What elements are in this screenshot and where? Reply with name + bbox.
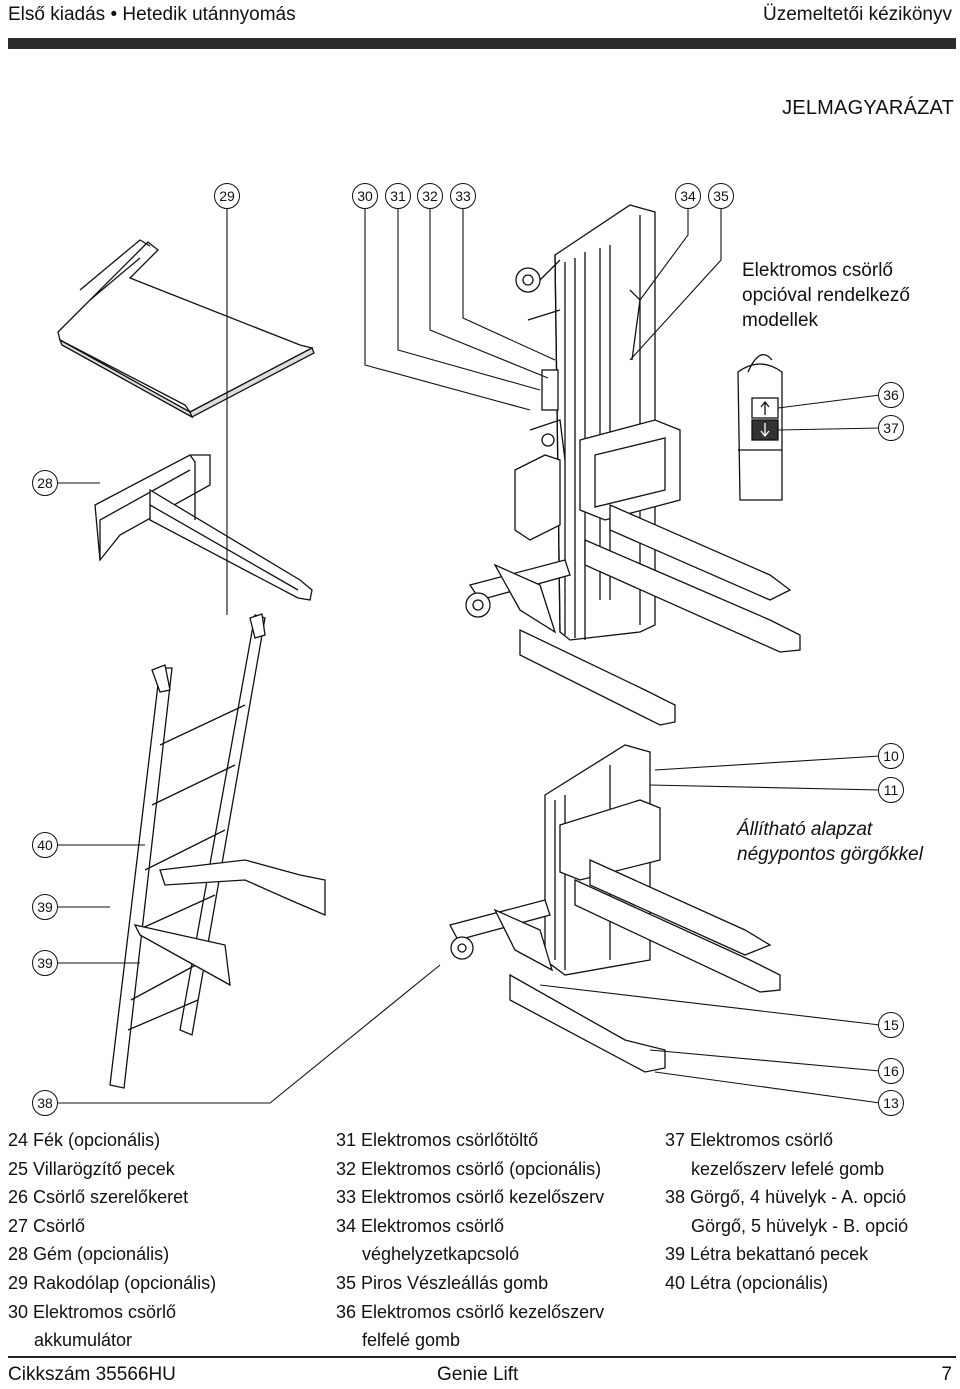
legend-item: 36 Elektromos csörlő kezelőszerv (336, 1301, 605, 1322)
callout-bubble-40: 40 (32, 832, 58, 858)
product-name: Genie Lift (437, 1364, 519, 1385)
legend-item: 33 Elektromos csörlő kezelőszerv (336, 1187, 605, 1208)
legend-item: 40 Létra (opcionális) (665, 1272, 829, 1293)
legend-item: 25 Villarögzítő pecek (8, 1158, 175, 1179)
lift-mast-drawing (465, 204, 801, 726)
ladder-drawing (109, 613, 326, 1089)
callout-bubble-16: 16 (878, 1058, 904, 1084)
callout-bubble-37: 37 (878, 415, 904, 441)
callout-bubble-39a: 39 (32, 894, 58, 920)
caption-line: Állítható alapzat (737, 819, 873, 840)
page-number: 7 (941, 1364, 952, 1385)
legend-item: 30 Elektromos csörlő (8, 1301, 177, 1322)
callout-bubble-32: 32 (417, 183, 443, 209)
header-edition: Első kiadás • Hetedik utánnyomás (8, 4, 296, 26)
callout-bubble-15: 15 (878, 1012, 904, 1038)
legend-column-1: 24 Fék (opcionális) 25 Villarögzítő pece… (8, 1126, 216, 1355)
callout-bubble-10: 10 (878, 743, 904, 769)
callout-bubble-36: 36 (878, 382, 904, 408)
adjustable-base-drawing (449, 744, 781, 1073)
legend-item: 34 Elektromos csörlő (336, 1215, 505, 1236)
callout-bubble-30: 30 (352, 183, 378, 209)
legend-item: 39 Létra bekattanó pecek (665, 1244, 869, 1265)
legend-column-2: 31 Elektromos csörlőtöltő 32 Elektromos … (336, 1126, 604, 1355)
caption-line: Elektromos csörlő (742, 260, 893, 281)
boom-drawing (94, 454, 313, 601)
printing-label: Hetedik utánnyomás (122, 4, 296, 25)
footer-rule (8, 1356, 956, 1358)
callout-bubble-29: 29 (214, 183, 240, 209)
section-title: JELMAGYARÁZAT (782, 97, 954, 119)
legend-item: 38 Görgő, 4 hüvelyk - A. opció (665, 1187, 907, 1208)
callout-bubble-33: 33 (450, 183, 476, 209)
legend-column-3: 37 Elektromos csörlő kezelőszerv lefelé … (665, 1126, 908, 1298)
callout-bubble-35: 35 (708, 183, 734, 209)
leader-lines (58, 209, 881, 1104)
legend-item-continuation: kezelőszerv lefelé gomb (691, 1158, 885, 1179)
legend-item-continuation: felfelé gomb (362, 1330, 461, 1351)
callout-bubble-28: 28 (32, 470, 58, 496)
legend-item: 31 Elektromos csörlőtöltő (336, 1130, 539, 1150)
callout-bubble-39b: 39 (32, 950, 58, 976)
callout-bubble-13: 13 (878, 1090, 904, 1116)
callout-bubble-38: 38 (32, 1090, 58, 1116)
edition-label: Első kiadás (8, 4, 106, 25)
legend-item: 26 Csörlő szerelőkeret (8, 1187, 189, 1208)
bullet-separator: • (110, 4, 118, 25)
remote-control-drawing (737, 354, 783, 501)
legend-item-continuation: akkumulátor (34, 1330, 133, 1351)
adjustable-base-caption: Állítható alapzat négypontos görgőkkel (737, 817, 923, 867)
callout-bubble-11: 11 (878, 777, 904, 803)
manual-title: Üzemeltetői kézikönyv (762, 4, 952, 25)
caption-line: négypontos görgőkkel (737, 844, 923, 865)
legend-item-continuation: véghelyzetkapcsoló (362, 1244, 520, 1265)
legend-item: 35 Piros Vészleállás gomb (336, 1272, 549, 1293)
caption-line: modellek (742, 310, 819, 331)
callout-bubble-31: 31 (385, 183, 411, 209)
electric-winch-models-caption: Elektromos csörlő opcióval rendelkező mo… (742, 258, 910, 333)
legend-item: 28 Gém (opcionális) (8, 1244, 170, 1265)
legend-item: 24 Fék (opcionális) (8, 1130, 161, 1150)
platform-drawing (57, 239, 315, 419)
legend-item: 27 Csörlő (8, 1215, 86, 1236)
header-bar (8, 38, 956, 49)
legend-item: 29 Rakodólap (opcionális) (8, 1272, 217, 1293)
legend-item-continuation: Görgő, 5 hüvelyk - B. opció (691, 1215, 909, 1236)
part-number: Cikkszám 35566HU (8, 1364, 176, 1385)
legend-item: 32 Elektromos csörlő (opcionális) (336, 1158, 602, 1179)
callout-bubble-34: 34 (675, 183, 701, 209)
legend-item: 37 Elektromos csörlő (665, 1130, 834, 1150)
caption-line: opcióval rendelkező (742, 285, 910, 306)
